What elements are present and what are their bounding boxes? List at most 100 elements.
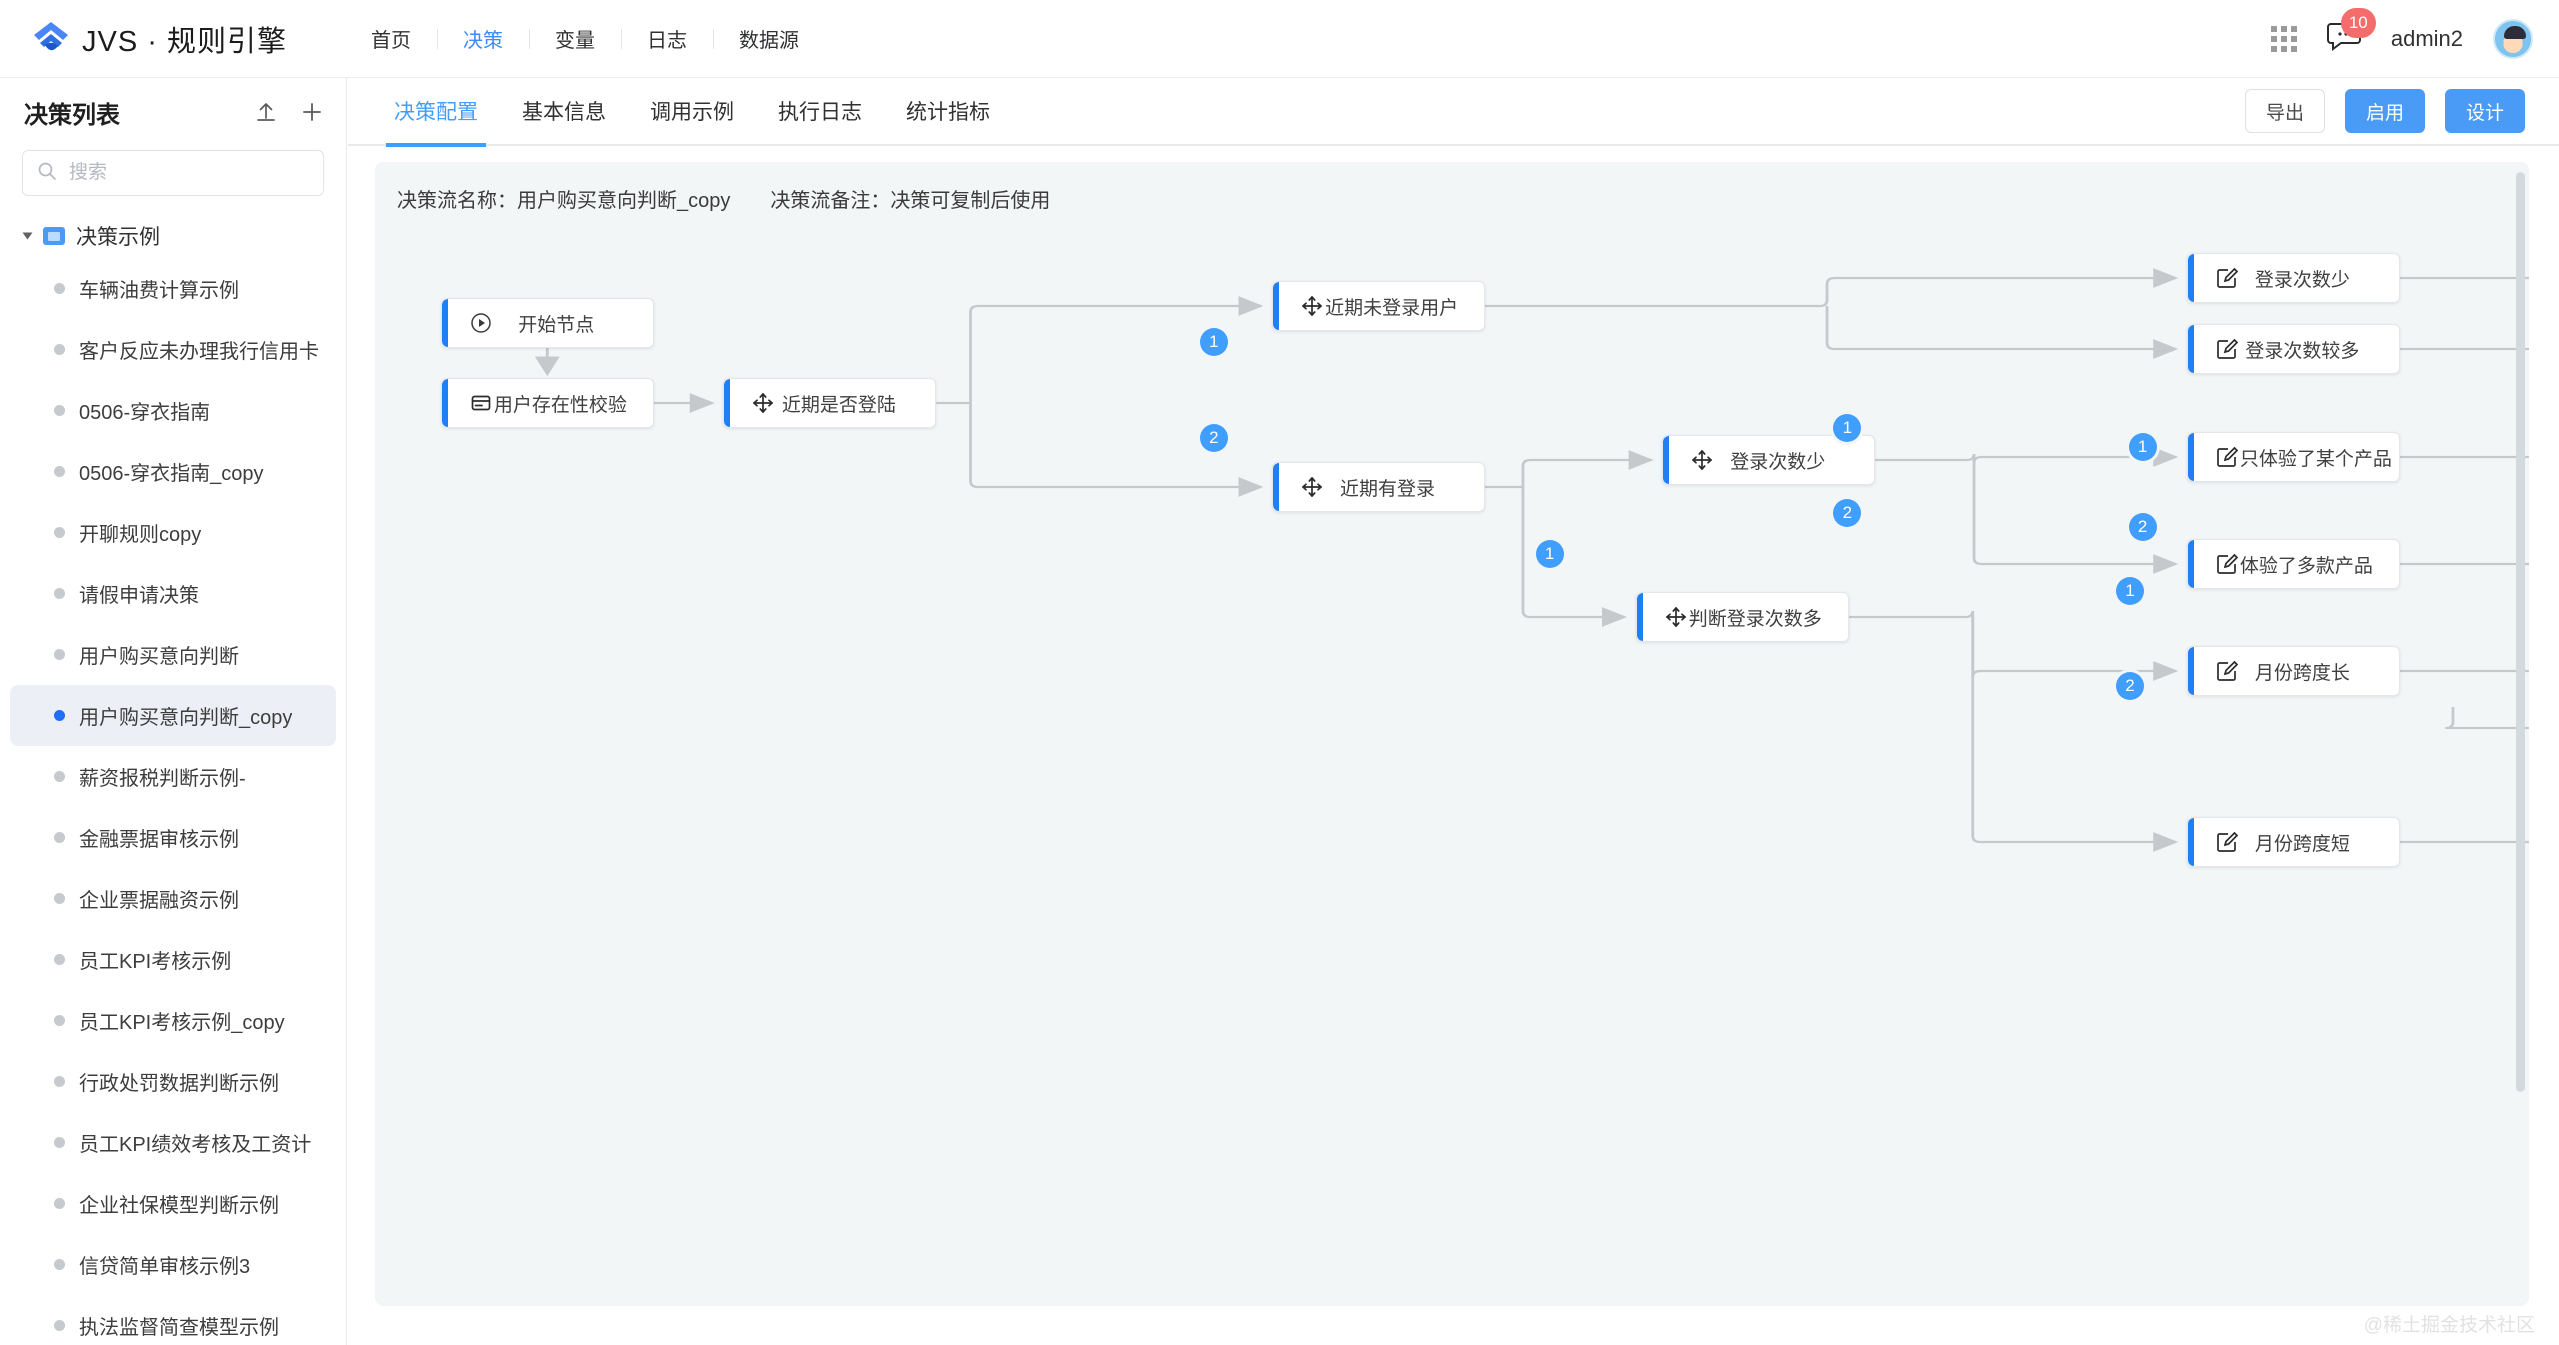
- nav-item-datasource[interactable]: 数据源: [713, 24, 825, 53]
- list-item[interactable]: 请假申请决策: [10, 563, 336, 624]
- list-item[interactable]: 员工KPI考核示例_copy: [10, 990, 336, 1051]
- list-item-label: 员工KPI考核示例_copy: [79, 1012, 285, 1034]
- flow-node-r5[interactable]: 月份跨度长: [2186, 646, 2400, 696]
- list-item[interactable]: 企业社保模型判断示例: [10, 1173, 336, 1234]
- canvas-vertical-scrollbar[interactable]: [2516, 172, 2525, 1092]
- username-label[interactable]: admin2: [2390, 25, 2463, 51]
- avatar[interactable]: [2493, 18, 2533, 59]
- message-bubble-icon[interactable]: 10: [2326, 8, 2376, 57]
- list-item[interactable]: 开聊规则copy: [10, 502, 336, 563]
- list-item-label: 用户购买意向判断_copy: [79, 707, 293, 729]
- chevron-down-icon[interactable]: [22, 232, 33, 240]
- decision-flow-canvas[interactable]: 决策流名称：用户购买意向判断_copy 决策流备注：决策可复制后使用: [375, 162, 2529, 1306]
- status-dot: [54, 649, 65, 660]
- brand-title: JVS · 规则引擎: [82, 25, 287, 58]
- flow-node-label: 近期有登录: [1339, 478, 1435, 500]
- tab-statistics[interactable]: 统计指标: [906, 101, 990, 124]
- list-item-label: 金融票据审核示例: [79, 829, 239, 851]
- flow-node-r4[interactable]: 体验了多款产品: [2186, 539, 2400, 589]
- list-item[interactable]: 信贷简单审核示例3: [10, 1234, 336, 1295]
- list-item[interactable]: 0506-穿衣指南: [10, 380, 336, 441]
- export-button[interactable]: 导出: [2244, 89, 2325, 133]
- list-item[interactable]: 金融票据审核示例: [10, 807, 336, 868]
- design-button[interactable]: 设计: [2444, 89, 2525, 133]
- flow-node-label: 登录次数较多: [2245, 340, 2360, 362]
- flow-node-r2[interactable]: 登录次数较多: [2186, 324, 2400, 374]
- top-header-right: 10 admin2: [2270, 8, 2533, 59]
- nav-item-decision[interactable]: 决策: [437, 24, 529, 53]
- move-icon: [750, 390, 776, 416]
- status-dot: [54, 893, 65, 904]
- flow-node-label: 判断登录次数多: [1688, 608, 1822, 630]
- list-item-label: 企业社保模型判断示例: [79, 1195, 279, 1217]
- grid-apps-icon[interactable]: [2270, 25, 2297, 52]
- edit-square-icon: [2214, 265, 2240, 291]
- search-field[interactable]: [69, 162, 309, 184]
- tree-group-decision-examples[interactable]: 决策示例: [0, 214, 346, 258]
- branch-badge[interactable]: 1: [1535, 540, 1564, 568]
- upload-icon[interactable]: [254, 100, 278, 124]
- flow-branch-badges: 1 2 1 2 1 2 1 1 2: [375, 162, 2529, 1306]
- nav-item-home[interactable]: 首页: [370, 30, 411, 52]
- tree-group-label: 决策示例: [76, 226, 160, 249]
- flow-node-label: 近期是否登陆: [781, 394, 896, 416]
- flow-node-r6[interactable]: 月份跨度短: [2186, 817, 2400, 867]
- flow-node-start[interactable]: 开始节点: [440, 298, 654, 348]
- branch-badge[interactable]: 2: [1199, 424, 1228, 452]
- tab-decision-config[interactable]: 决策配置: [372, 77, 500, 147]
- flow-node-label: 月份跨度长: [2254, 662, 2350, 684]
- list-item[interactable]: 行政处罚数据判断示例: [10, 1051, 336, 1112]
- list-item-label: 信贷简单审核示例3: [79, 1256, 251, 1278]
- list-item-label: 企业票据融资示例: [79, 890, 239, 912]
- tab-basic-info[interactable]: 基本信息: [522, 101, 606, 124]
- nav-item-log[interactable]: 日志: [621, 24, 713, 53]
- tab-exec-log[interactable]: 执行日志: [778, 101, 862, 124]
- flow-node-recent[interactable]: 近期是否登陆: [723, 378, 937, 428]
- flow-node-r3[interactable]: 只体验了某个产品: [2186, 432, 2400, 482]
- status-dot: [54, 1137, 65, 1148]
- flow-node-fewlog[interactable]: 登录次数少: [1662, 435, 1876, 485]
- nav-item-variable[interactable]: 变量: [529, 24, 621, 53]
- tab-invoke-example[interactable]: 调用示例: [650, 101, 734, 124]
- jvs-logo-icon: [30, 18, 72, 60]
- flow-node-exist[interactable]: 用户存在性校验: [440, 378, 654, 428]
- folder-icon: [43, 227, 65, 245]
- list-item[interactable]: 员工KPI考核示例: [10, 929, 336, 990]
- flow-node-manylog[interactable]: 判断登录次数多: [1635, 592, 1849, 642]
- brand[interactable]: JVS · 规则引擎: [30, 18, 287, 60]
- move-icon: [1689, 447, 1715, 473]
- status-dot: [54, 527, 65, 538]
- flow-node-r1[interactable]: 登录次数少: [2186, 253, 2400, 303]
- list-item[interactable]: 薪资报税判断示例-: [10, 746, 336, 807]
- list-item[interactable]: 企业票据融资示例: [10, 868, 336, 929]
- list-item[interactable]: 执法监督简查模型示例: [10, 1295, 336, 1345]
- edit-square-icon: [2214, 658, 2240, 684]
- branch-badge[interactable]: 1: [1833, 414, 1862, 442]
- search-input[interactable]: [22, 150, 324, 196]
- status-dot: [54, 1320, 65, 1331]
- sidebar-title: 决策列表: [24, 101, 120, 129]
- status-dot: [54, 588, 65, 599]
- list-item[interactable]: 用户购买意向判断: [10, 624, 336, 685]
- card-icon: [468, 390, 494, 416]
- enable-button[interactable]: 启用: [2344, 89, 2425, 133]
- branch-badge[interactable]: 1: [2128, 433, 2157, 461]
- branch-badge[interactable]: 2: [2128, 513, 2157, 541]
- list-item[interactable]: 用户购买意向判断_copy: [10, 685, 336, 746]
- branch-badge[interactable]: 1: [2115, 577, 2144, 605]
- branch-badge[interactable]: 2: [2115, 671, 2144, 700]
- list-item[interactable]: 0506-穿衣指南_copy: [10, 441, 336, 502]
- flow-node-haslogin[interactable]: 近期有登录: [1272, 462, 1485, 512]
- list-item[interactable]: 客户反应未办理我行信用卡: [10, 319, 336, 380]
- branch-badge[interactable]: 2: [1833, 499, 1862, 527]
- list-item[interactable]: 员工KPI绩效考核及工资计: [10, 1112, 336, 1173]
- list-item[interactable]: 车辆油费计算示例: [10, 258, 336, 319]
- plus-icon[interactable]: [300, 100, 324, 124]
- flow-node-label: 用户存在性校验: [493, 394, 627, 416]
- flow-node-label: 只体验了某个产品: [2239, 448, 2392, 470]
- play-circle-icon: [468, 310, 494, 336]
- flow-node-label: 月份跨度短: [2254, 833, 2350, 855]
- branch-badge[interactable]: 1: [1199, 328, 1228, 356]
- flow-node-nologin[interactable]: 近期未登录用户: [1272, 281, 1485, 331]
